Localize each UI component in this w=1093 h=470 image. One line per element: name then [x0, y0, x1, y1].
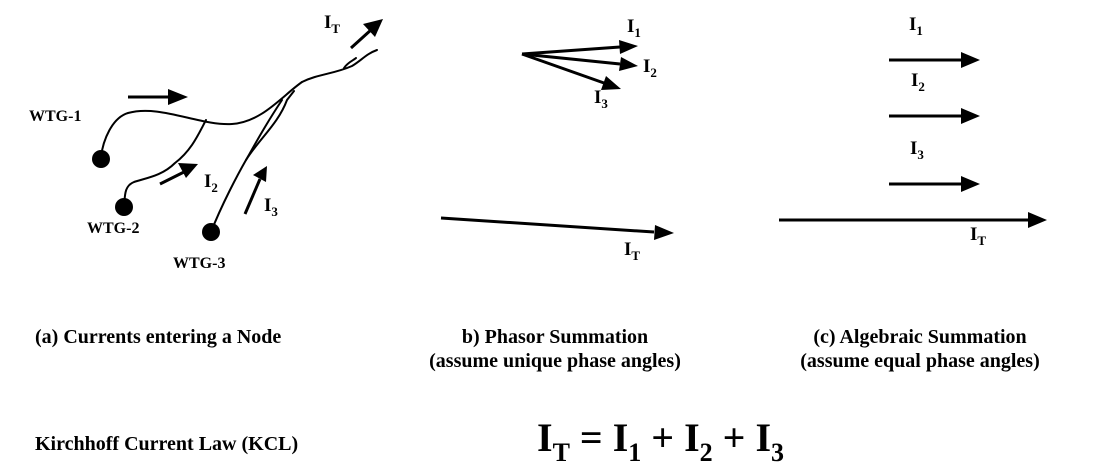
caption-b-line-1: b) Phasor Summation	[461, 326, 649, 348]
wire-trunk	[301, 49, 378, 83]
vector-label-i-t: IT	[970, 224, 986, 248]
wtg-3-node	[202, 223, 220, 241]
label-i-t-node: IT	[324, 12, 340, 36]
phasor-label-i-1: I1	[627, 16, 641, 40]
kcl-equation: IT = I1 + I2 + I3	[537, 415, 784, 467]
phasor-i-2	[521, 52, 638, 71]
wire-wtg-3	[210, 90, 295, 233]
phasor-i-3	[521, 52, 621, 90]
panel-c-vectors: I1 I2 I3 IT	[779, 14, 1047, 248]
arrow-wtg-1-current	[128, 89, 188, 105]
phasor-label-i-3: I3	[594, 87, 608, 111]
wtg-3-label: WTG-3	[173, 255, 225, 272]
wire-wtg-1	[100, 81, 303, 158]
kcl-term-1-main: I	[613, 415, 629, 460]
wtg-1-label: WTG-1	[29, 108, 81, 125]
wtg-2-label: WTG-2	[87, 220, 139, 237]
phasor-i-t	[440, 216, 674, 240]
kcl-lhs-sub: T	[553, 438, 570, 467]
vector-label-i-1: I1	[909, 14, 923, 38]
vector-i-t	[779, 212, 1047, 228]
kcl-plus-1: +	[651, 415, 674, 460]
wire-wtg-2	[123, 119, 207, 208]
label-i-3-node: I3	[264, 195, 278, 219]
arrow-i-2-node	[159, 163, 198, 186]
vector-i-1	[889, 52, 980, 68]
wire-trunk-loop	[343, 57, 357, 69]
caption-c-line-1: (c) Algebraic Summation	[813, 326, 1027, 348]
kcl-term-2-main: I	[684, 415, 700, 460]
phasor-label-i-2: I2	[643, 56, 657, 80]
kcl-term-3-main: I	[755, 415, 771, 460]
kcl-term-3-sub: 3	[771, 438, 784, 467]
kcl-term-1-sub: 1	[628, 438, 641, 467]
wtg-2-node	[115, 198, 133, 216]
kcl-plus-2: +	[723, 415, 746, 460]
caption-b: b) Phasor Summation (assume unique phase…	[395, 325, 715, 373]
kcl-label: Kirchhoff Current Law (KCL)	[35, 433, 299, 455]
phasor-label-i-t: IT	[624, 239, 640, 263]
vector-label-i-2: I2	[911, 70, 925, 94]
arrow-i-3-node	[243, 166, 267, 215]
caption-a: (a) Currents entering a Node	[35, 326, 282, 348]
kcl-lhs-main: I	[537, 415, 553, 460]
panel-a-network: WTG-1 WTG-2 WTG-3 IT I2 I3	[29, 12, 383, 272]
phasor-i-1	[521, 40, 638, 56]
caption-c-line-2: (assume equal phase angles)	[800, 350, 1040, 372]
wtg-1-node	[92, 150, 110, 168]
kcl-term-2-sub: 2	[700, 438, 713, 467]
caption-c: (c) Algebraic Summation (assume equal ph…	[760, 325, 1080, 373]
arrow-i-t-node	[349, 19, 383, 50]
caption-b-line-2: (assume unique phase angles)	[429, 350, 681, 372]
panel-b-phasors: I1 I2 I3 IT	[440, 16, 674, 263]
label-i-2-node: I2	[204, 171, 218, 195]
vector-i-2	[889, 108, 980, 124]
vector-i-3	[889, 176, 980, 192]
kcl-equals: =	[580, 415, 603, 460]
wire-branch-inner	[245, 99, 283, 161]
vector-label-i-3: I3	[910, 138, 924, 162]
